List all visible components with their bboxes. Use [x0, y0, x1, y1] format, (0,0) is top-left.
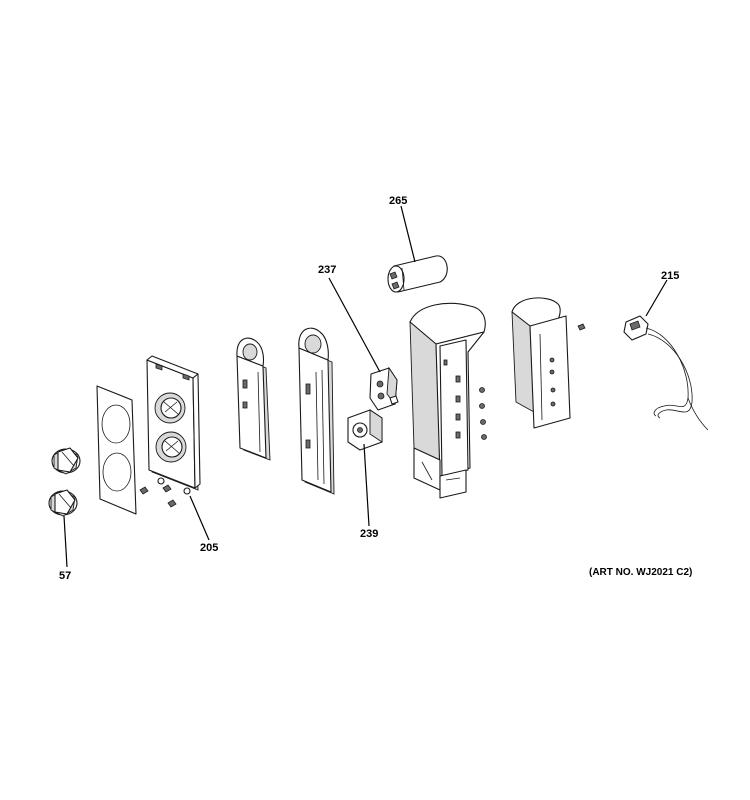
wire-harness	[623, 315, 709, 431]
leader-215	[645, 279, 668, 317]
leader-239	[363, 443, 370, 527]
callout-215: 215	[661, 270, 679, 282]
screw-set	[479, 387, 487, 440]
screw-b	[162, 484, 172, 493]
knob-lower	[48, 489, 78, 517]
callout-265: 265	[389, 195, 407, 207]
callout-237: 237	[318, 264, 336, 276]
control-switch	[347, 409, 383, 451]
knob-upper	[51, 447, 81, 475]
leader-205	[189, 495, 210, 541]
rotary-switch	[369, 366, 399, 411]
leader-57	[63, 515, 68, 568]
capacitor	[387, 255, 448, 293]
screw-a	[139, 486, 149, 495]
control-panel	[146, 355, 201, 495]
leader-265	[400, 205, 416, 263]
art-number: (ART NO. WJ2021 C2)	[589, 567, 692, 578]
control-panel-overlay	[96, 385, 137, 515]
mounting-bracket-left	[236, 337, 271, 461]
callout-205: 205	[200, 542, 218, 554]
screw-c	[167, 499, 177, 508]
leader-237	[328, 277, 381, 373]
rear-bracket	[511, 297, 586, 429]
control-housing	[409, 302, 486, 499]
mounting-bracket-right	[298, 327, 335, 495]
callout-239: 239	[360, 528, 378, 540]
callout-57: 57	[59, 570, 71, 582]
